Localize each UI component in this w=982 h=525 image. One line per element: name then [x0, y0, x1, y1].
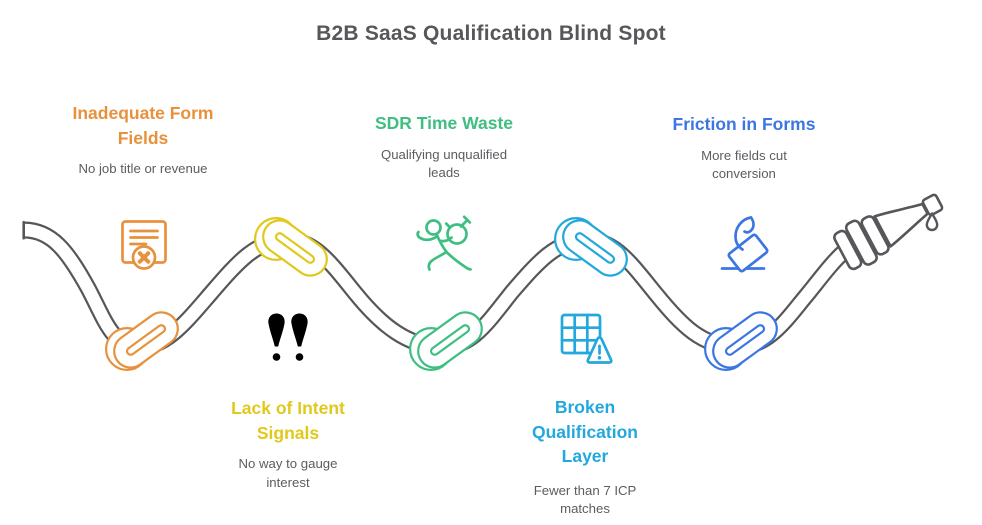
double-exclamation-icon [268, 313, 308, 361]
knot-inadequate-form-fields [113, 315, 176, 365]
section-subheading: No job title or revenue [78, 161, 208, 176]
knot-broken-qualification-layer [562, 223, 625, 273]
section-heading: SDR Time Waste [374, 113, 514, 133]
grid-warning-icon [560, 313, 613, 364]
section-sdr-time-waste: SDR Time Waste Qualifying unqualified le… [359, 111, 529, 183]
knot-lack-of-intent-signals [262, 223, 325, 273]
section-subheading: Fewer than 7 ICP matches [533, 482, 637, 517]
runner-stopwatch-icon [416, 215, 472, 271]
knot-friction-in-forms [712, 315, 775, 365]
knot-sdr-time-waste [417, 315, 480, 365]
section-heading: Friction in Forms [672, 114, 816, 134]
ballot-hand-icon [720, 216, 769, 273]
section-subheading: More fields cut conversion [701, 147, 787, 182]
section-subheading: No way to gauge interest [238, 456, 338, 490]
section-subheading: Qualifying unqualified leads [380, 146, 508, 181]
form-rejected-icon [121, 220, 167, 270]
section-friction-in-forms: Friction in Forms More fields cut conver… [654, 112, 834, 184]
leak-droplet-icon [925, 212, 939, 232]
section-broken-qualification-layer: Broken Qualification Layer Fewer than 7 … [520, 395, 650, 519]
page-title: B2B SaaS Qualification Blind Spot [316, 22, 666, 45]
section-inadequate-form-fields: Inadequate Form Fields No job title or r… [58, 101, 228, 179]
section-heading: Broken Qualification Layer [532, 397, 638, 466]
nozzle-icon [833, 193, 944, 271]
section-lack-of-intent-signals: Lack of Intent Signals No way to gauge i… [213, 396, 363, 492]
section-heading: Inadequate Form Fields [72, 103, 214, 148]
section-heading: Lack of Intent Signals [231, 398, 345, 443]
